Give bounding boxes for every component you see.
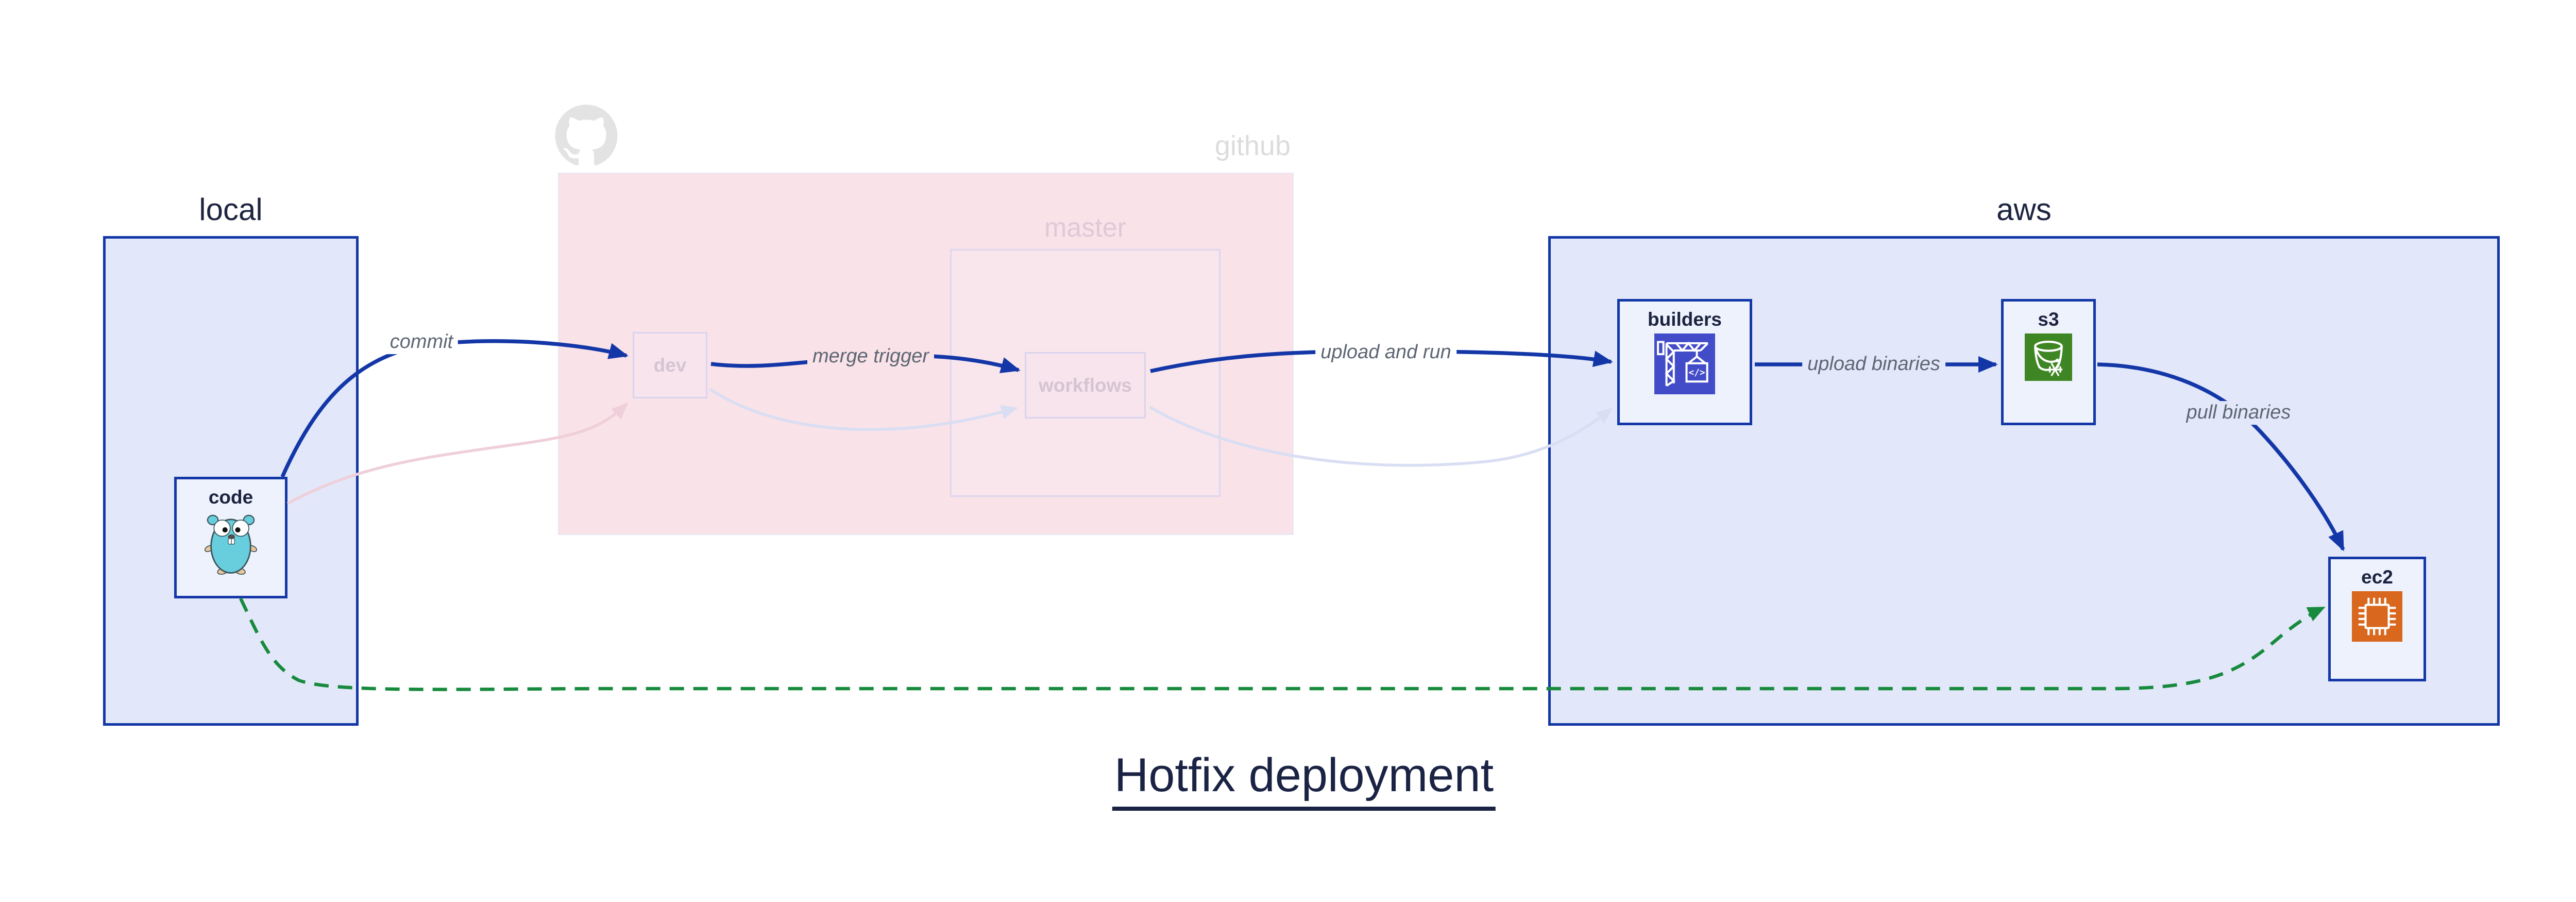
aws-group-label: aws: [1996, 192, 2052, 227]
dev-branch-node: dev: [633, 332, 707, 398]
ec2-node-label: ec2: [2361, 566, 2393, 588]
s3-node-label: s3: [2038, 309, 2059, 330]
svg-text:</>: </>: [1689, 368, 1705, 378]
master-branch-label: master: [1044, 213, 1126, 243]
local-group-label: local: [199, 192, 263, 227]
s3-glacier-bucket-icon: [2025, 333, 2072, 381]
code-node: code: [174, 477, 287, 598]
edge-label-commit: commit: [384, 330, 459, 354]
edge-label-upload-and-run: upload and run: [1315, 341, 1456, 364]
workflows-node: workflows: [1025, 352, 1146, 419]
edge-label-pull-binaries: pull binaries: [2181, 401, 2296, 425]
workflows-label: workflows: [1039, 374, 1132, 396]
edge-label-merge-trigger: merge trigger: [807, 345, 934, 369]
codebuild-crane-icon: </>: [1654, 333, 1715, 394]
builders-node: builders </>: [1617, 299, 1752, 425]
github-octocat-icon: [555, 105, 618, 166]
go-gopher-icon: [204, 514, 258, 575]
builders-node-label: builders: [1648, 309, 1722, 330]
code-node-label: code: [208, 487, 253, 508]
ec2-node: ec2: [2328, 557, 2426, 681]
edge-label-upload-binaries: upload binaries: [1802, 353, 1945, 376]
github-group-label: github: [1214, 130, 1291, 161]
s3-node: s3: [2001, 299, 2096, 425]
diagram-title: Hotfix deployment: [1112, 748, 1496, 811]
ec2-chip-icon: [2352, 591, 2402, 642]
dev-branch-label: dev: [653, 354, 687, 376]
